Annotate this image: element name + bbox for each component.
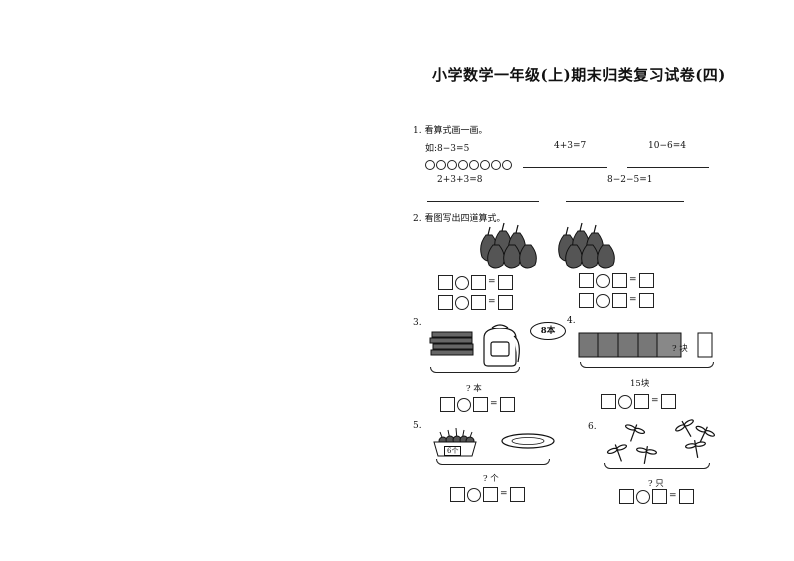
q3-number: 3. [413,318,422,328]
book-stack-icon [429,331,474,356]
brace [604,463,710,469]
q5-number: 5. [413,421,422,431]
answer-box[interactable] [438,275,453,290]
q1-eq-c: 2+3+3=8 [437,175,483,185]
brace [436,459,550,465]
answer-box[interactable] [660,394,676,409]
answer-line-c[interactable] [427,201,539,202]
q3-question: ? 本 [466,384,482,394]
example-circles [425,155,513,174]
answer-box[interactable] [612,273,627,288]
dragonfly-icon [606,419,716,464]
q6-question: ? 只 [648,479,664,489]
answer-line-a[interactable] [523,167,607,168]
pear-icon [558,222,615,269]
answer-box[interactable] [619,489,634,504]
answer-box[interactable] [634,394,649,409]
operator-circle[interactable] [618,394,632,409]
answer-line-b[interactable] [627,167,709,168]
brick-icon [578,332,713,358]
q4-unknown: ? 块 [672,344,688,354]
answer-box[interactable] [473,397,488,412]
operator-circle[interactable] [636,489,650,504]
q5-question: ? 个 [483,474,499,484]
backpack-icon [483,324,520,367]
q1-eq-d: 8−2−5=1 [607,175,653,185]
answer-box[interactable] [497,275,513,290]
q6-equation: = [619,489,694,504]
q4-number: 4. [567,316,576,326]
q2-equation-1: = [438,275,513,290]
answer-box[interactable] [652,489,667,504]
q2-equation-2: = [438,295,513,310]
page-title: 小学数学一年级(上)期末归类复习试卷(四) [432,66,726,84]
q5-equation: = [450,487,525,502]
operator-circle[interactable] [596,293,610,308]
q6-number: 6. [588,422,597,432]
plate-icon [501,433,555,449]
answer-box[interactable] [450,487,465,502]
answer-box[interactable] [638,273,654,288]
q4-equation: = [601,394,676,409]
brace [430,367,520,373]
answer-box[interactable] [471,275,486,290]
pear-icon [480,222,537,269]
answer-box[interactable] [678,489,694,504]
q3-equation: = [440,397,515,412]
answer-box[interactable] [579,293,594,308]
answer-box[interactable] [579,273,594,288]
answer-box[interactable] [497,295,513,310]
q1-eq-a: 4+3=7 [554,141,587,151]
q1-eq-b: 10−6=4 [648,141,686,151]
answer-box[interactable] [471,295,486,310]
q1-heading: 1. 看算式画一画。 [413,126,488,136]
answer-line-d[interactable] [566,201,684,202]
brace [580,362,714,368]
operator-circle[interactable] [455,275,469,290]
q4-total: 15块 [630,379,650,389]
operator-circle[interactable] [596,273,610,288]
answer-box[interactable] [509,487,525,502]
answer-box[interactable] [638,293,654,308]
answer-box[interactable] [483,487,498,502]
q2-equation-4: = [579,293,654,308]
answer-box[interactable] [601,394,616,409]
q1-example: 如:8−3=5 [425,144,470,154]
operator-circle[interactable] [457,397,471,412]
answer-box[interactable] [438,295,453,310]
basket-label: 6个 [444,446,462,456]
q2-equation-3: = [579,273,654,288]
answer-box[interactable] [612,293,627,308]
speech-bubble: 8本 [530,322,566,340]
operator-circle[interactable] [455,295,469,310]
q2-heading: 2. 看图写出四道算式。 [413,214,506,224]
answer-box[interactable] [499,397,515,412]
answer-box[interactable] [440,397,455,412]
operator-circle[interactable] [467,487,481,502]
